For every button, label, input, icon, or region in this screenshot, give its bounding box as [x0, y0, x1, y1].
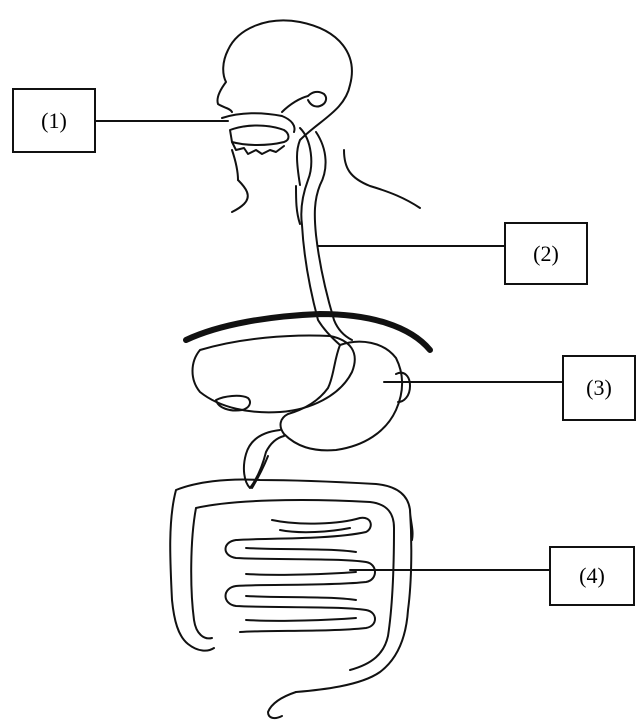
- tongue: [230, 126, 289, 146]
- label-1-text: (1): [41, 108, 67, 134]
- pancreas-duct: [252, 456, 268, 488]
- stomach: [281, 342, 402, 451]
- label-4: (4): [549, 546, 635, 606]
- salivary-gland: [282, 92, 326, 112]
- label-2-text: (2): [533, 241, 559, 267]
- label-1: (1): [12, 88, 96, 153]
- rectum: [268, 692, 296, 718]
- neck-outline: [232, 180, 248, 212]
- pharynx: [296, 186, 300, 224]
- label-2: (2): [504, 222, 588, 285]
- chin-line: [232, 150, 238, 180]
- label-4-text: (4): [579, 563, 605, 589]
- head-outline: [217, 20, 351, 185]
- label-3-text: (3): [586, 375, 612, 401]
- label-3: (3): [562, 355, 636, 421]
- spleen: [396, 373, 410, 402]
- shoulder-right: [344, 150, 420, 208]
